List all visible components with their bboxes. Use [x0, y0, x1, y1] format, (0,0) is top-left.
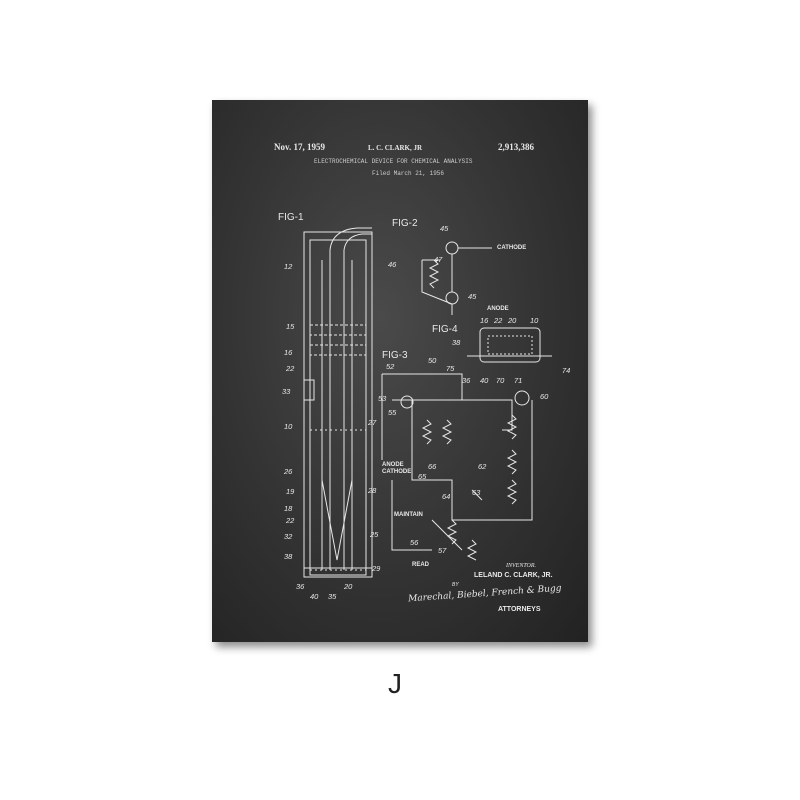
by-label: BY [452, 582, 459, 588]
ref-number: 53 [378, 394, 387, 403]
ref-number: 33 [282, 387, 291, 396]
ref-number: 18 [284, 504, 293, 513]
ref-number: 19 [286, 487, 295, 496]
ref-number: 70 [496, 376, 505, 385]
ref-number: 60 [540, 392, 549, 401]
ref-number: 63 [472, 488, 481, 497]
ref-number: 29 [372, 564, 381, 573]
ref-number: 74 [562, 366, 571, 375]
ref-number: 16 [480, 316, 489, 325]
ref-number: 20 [508, 316, 517, 325]
fig-4-label: FIG-4 [432, 324, 458, 335]
ref-number: 64 [442, 492, 451, 501]
patent-poster: Nov. 17, 1959 L. C. CLARK, JR 2,913,386 … [212, 100, 588, 642]
ref-number: 22 [286, 516, 295, 525]
variant-letter: J [388, 668, 402, 699]
ref-number: 75 [446, 364, 455, 373]
patent-drawing [303, 227, 552, 578]
anode-cathode-label: ANODE CATHODE [382, 462, 412, 475]
ref-number: 35 [328, 592, 337, 601]
ref-number: 10 [284, 422, 293, 431]
cathode-label: CATHODE [497, 245, 527, 251]
ref-number: 22 [494, 316, 503, 325]
ref-number: 46 [388, 260, 397, 269]
inventor-name: LELAND C. CLARK, JR. [474, 572, 553, 579]
read-label: READ [412, 562, 430, 568]
ref-number: 50 [428, 356, 437, 365]
ref-number: 12 [284, 262, 293, 271]
electrode-body [303, 231, 373, 578]
ref-number: 55 [388, 408, 397, 417]
ref-number: 40 [310, 592, 319, 601]
ref-number: 47 [434, 255, 443, 264]
inventor-caption: INVENTOR. [506, 563, 537, 569]
fig-1-label: FIG-1 [278, 212, 304, 223]
ref-number: 28 [368, 486, 377, 495]
ref-number: 52 [386, 362, 395, 371]
ref-number: 66 [428, 462, 437, 471]
ref-number: 22 [286, 364, 295, 373]
ref-number: 56 [410, 538, 419, 547]
ref-number: 25 [370, 530, 379, 539]
filed-date: Filed March 21, 1956 [372, 170, 445, 177]
patent-title: ELECTROCHEMICAL DEVICE FOR CHEMICAL ANAL… [314, 158, 473, 165]
ref-number: 40 [480, 376, 489, 385]
ref-number: 32 [284, 532, 293, 541]
patent-date: Nov. 17, 1959 [274, 142, 326, 152]
ref-number: 65 [418, 472, 427, 481]
ref-number: 38 [452, 338, 461, 347]
ref-number: 27 [368, 418, 377, 427]
ref-number: 57 [438, 546, 447, 555]
ref-number: 20 [344, 582, 353, 591]
patent-number: 2,913,386 [498, 142, 534, 152]
anode-label: ANODE [487, 306, 509, 312]
fig-3-label: FIG-3 [382, 350, 408, 361]
ref-number: 45 [440, 224, 449, 233]
maintain-label: MAINTAIN [394, 512, 423, 518]
ref-number: 15 [286, 322, 295, 331]
ref-number: 71 [514, 376, 523, 385]
ref-number: 38 [284, 552, 293, 561]
inventor-short: L. C. CLARK, JR [368, 144, 423, 152]
ref-number: 62 [478, 462, 487, 471]
ref-number: 16 [284, 348, 293, 357]
ref-number: 36 [296, 582, 305, 591]
ref-number: 45 [468, 292, 477, 301]
attorneys-label: ATTORNEYS [498, 606, 541, 613]
ref-number: 36 [462, 376, 471, 385]
ref-number: 26 [284, 467, 293, 476]
ref-number: 10 [530, 316, 539, 325]
fig-2-label: FIG-2 [392, 218, 418, 229]
